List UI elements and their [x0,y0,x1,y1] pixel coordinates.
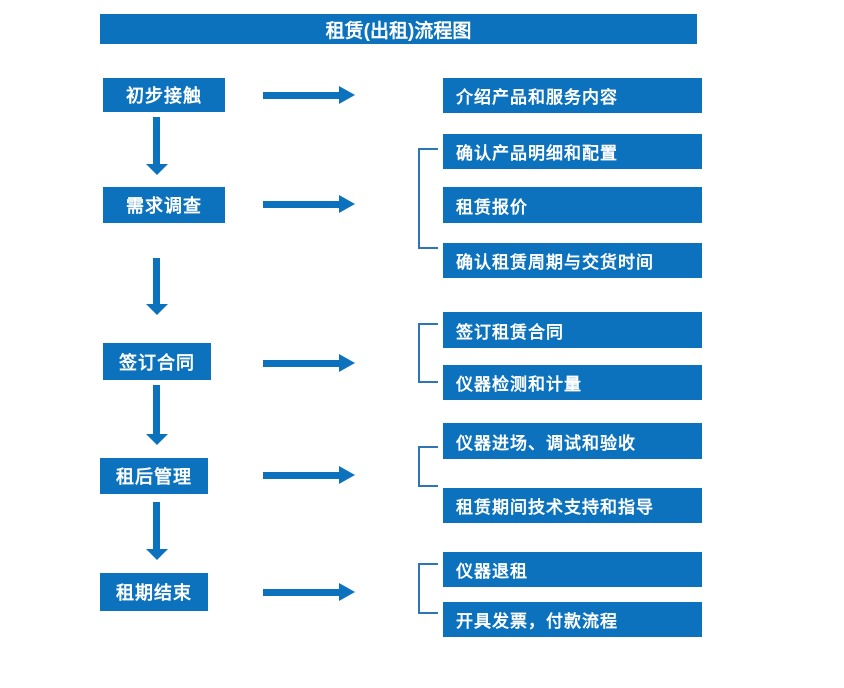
detail-box-instrument-setup-acceptance: 仪器进场、调试和验收 [443,423,702,459]
step-box-lease-end: 租期结束 [100,573,208,611]
step-box-sign-contract: 签订合同 [103,343,211,380]
bracket-group-sign-contract [418,323,438,383]
detail-box-confirm-period-delivery: 确认租赁周期与交货时间 [443,243,702,278]
detail-box-rental-quote: 租赁报价 [443,187,702,223]
arrow-down-icon-3 [145,385,168,445]
arrow-right-icon-1 [263,86,355,104]
detail-box-invoice-payment: 开具发票，付款流程 [443,602,702,637]
detail-box-instrument-return: 仪器退租 [443,552,702,587]
step-box-initial-contact: 初步接触 [103,78,225,112]
arrow-right-icon-2 [263,195,355,213]
arrow-right-icon-4 [263,466,355,484]
bracket-group-demand-survey [418,148,438,249]
bracket-group-post-rental [418,446,438,487]
step-box-post-rental-management: 租后管理 [100,458,208,494]
detail-box-instrument-testing: 仪器检测和计量 [443,365,702,400]
arrow-right-icon-5 [263,583,355,601]
arrow-down-icon-2 [145,258,168,315]
arrow-right-icon-3 [263,354,355,372]
detail-box-technical-support: 租赁期间技术支持和指导 [443,488,702,523]
arrow-down-icon-1 [145,117,168,175]
flowchart-title: 租赁(出租)流程图 [100,14,697,44]
detail-box-confirm-product-config: 确认产品明细和配置 [443,134,702,169]
bracket-group-lease-end [418,563,438,614]
detail-box-sign-rental-contract: 签订租赁合同 [443,312,702,348]
detail-box-introduce-products: 介绍产品和服务内容 [443,78,702,113]
arrow-down-icon-4 [145,502,168,560]
step-box-demand-survey: 需求调查 [103,187,225,223]
